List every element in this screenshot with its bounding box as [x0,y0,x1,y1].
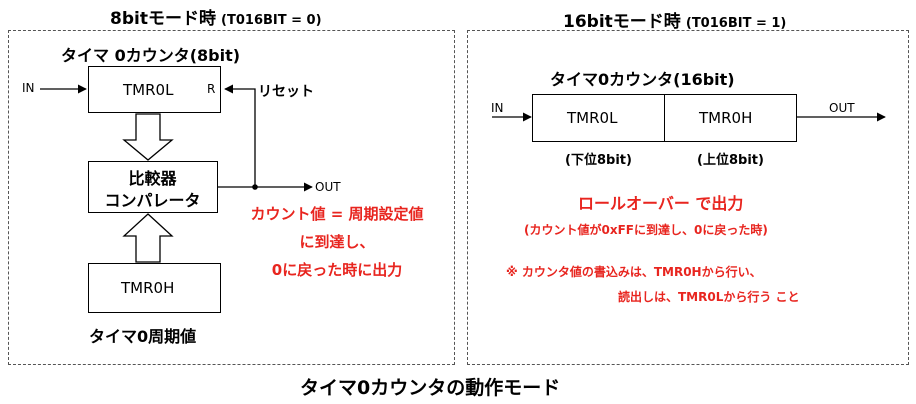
left-heading-sub: (T016BIT = 0) [221,13,322,28]
rollover-sub: (カウント値が0xFFに到達し、0に戻った時) [524,223,768,237]
hollow-arrow-down [122,113,174,161]
junction-dot [252,184,258,190]
left-counter-title: タイマ 0カウンタ(8bit) [61,46,241,65]
right-heading-sub: (T016BIT = 1) [685,16,787,31]
rollover-title: ロールオーバー で出力 [578,194,744,213]
right-in-label: IN [491,101,504,115]
comparator-line2: コンパレータ [104,191,201,210]
comparator-box: 比較器 コンパレータ [88,161,218,213]
left-out-label: OUT [315,180,341,194]
reset-line [224,84,256,187]
left-red-note-line1: カウント値 = 周期設定値 [250,205,424,223]
left-red-note-line2: に到達し、 [299,233,375,251]
left-tmr0l-label: TMR0L [123,81,174,99]
write-order-note: ※ カウンタ値の書込みは、TMR0Hから行い、 [506,265,762,279]
reset-label: リセット [258,84,314,100]
right-counter-title: タイマ0カウンタ(16bit) [550,70,735,89]
right-out-label: OUT [829,101,855,115]
left-heading-main: 8bitモード時 [110,9,216,29]
left-panel [8,30,455,365]
lower-byte-label: (下位8bit) [565,153,632,168]
left-tmr0h-label: TMR0H [121,279,175,297]
right-tmr0h-box: TMR0H [664,94,797,142]
left-red-note-line3: 0に戻った時に出力 [271,261,403,279]
read-order-note: 読出しは、TMR0Lから行う こと [618,290,800,304]
upper-byte-label: (上位8bit) [697,153,764,168]
period-label: タイマ0周期値 [89,327,197,346]
right-tmr0h-label: TMR0H [699,109,753,127]
right-heading: 16bitモード時 (T016BIT = 1) [563,7,786,32]
left-tmr0l-box: TMR0L R [88,66,221,113]
right-heading-main: 16bitモード時 [563,12,681,32]
comparator-line1: 比較器 [128,169,177,188]
left-in-label: IN [22,81,35,95]
right-panel [467,30,909,365]
reset-r-label: R [207,82,216,96]
hollow-arrow-up [122,213,174,263]
left-tmr0h-box: TMR0H [88,263,221,313]
figure-caption: タイマ0カウンタの動作モード [300,377,561,399]
right-tmr0l-label: TMR0L [567,109,618,127]
right-tmr0l-box: TMR0L [532,94,665,142]
left-heading: 8bitモード時 (T016BIT = 0) [110,4,322,29]
